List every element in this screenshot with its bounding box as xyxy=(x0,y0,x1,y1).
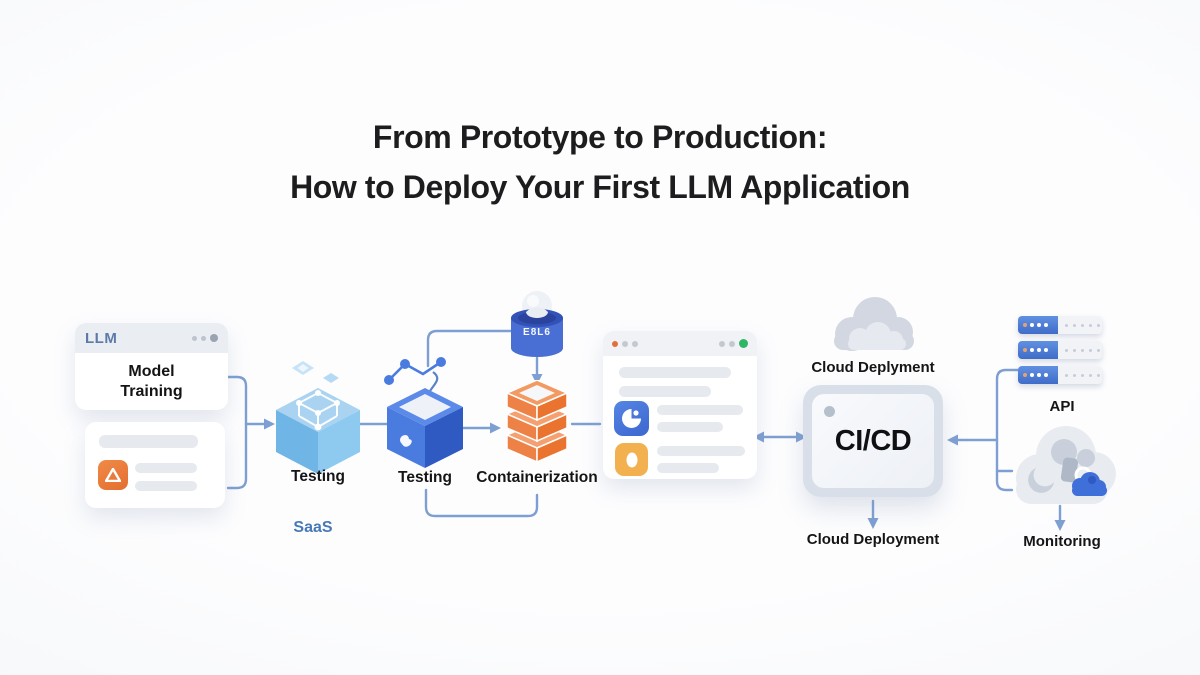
triangle-badge-icon xyxy=(98,460,128,490)
window-dots-left-icon xyxy=(612,340,638,347)
database-cylinder-icon xyxy=(504,290,570,360)
testing2-label: Testing xyxy=(398,469,452,486)
app-window-titlebar xyxy=(603,331,757,356)
server-row xyxy=(1018,341,1102,359)
cloud-icon xyxy=(820,292,926,354)
page-title: From Prototype to Production: How to Dep… xyxy=(0,112,1200,212)
window-dots-icon xyxy=(192,334,218,342)
dot-badge-icon xyxy=(615,443,648,476)
llm-window-titlebar: LLM xyxy=(75,323,228,353)
saas-label: SaaS xyxy=(293,519,333,536)
server-rack-icon xyxy=(1018,316,1102,386)
document-card xyxy=(85,422,225,508)
page-title-line1: From Prototype to Production: xyxy=(372,119,828,155)
llm-window-body: Model Training xyxy=(75,353,228,410)
server-row xyxy=(1018,316,1102,334)
server-row xyxy=(1018,366,1102,384)
window-dots-right-icon xyxy=(719,339,748,348)
cicd-panel: CI/CD xyxy=(812,394,934,488)
api-label: API xyxy=(1049,398,1075,415)
panel-dot-icon xyxy=(824,406,835,417)
cloud-deployment-top-label: Cloud Deplyment xyxy=(811,359,935,376)
cicd-label: CI/CD xyxy=(834,424,912,457)
cicd-box: CI/CD xyxy=(803,385,943,497)
database-garbled-label: E8L6 xyxy=(523,327,551,338)
app-window xyxy=(603,331,757,479)
pie-chart-icon xyxy=(614,401,649,436)
wireframe-cube-icon xyxy=(263,360,373,476)
cloud-deployment-bottom-label: Cloud Deployment xyxy=(806,531,940,548)
model-training-label: Model Training xyxy=(120,362,183,400)
magnifier-ring-icon xyxy=(1072,466,1107,496)
package-box-icon xyxy=(375,350,480,470)
monitoring-cloud-icon xyxy=(1000,418,1124,510)
llm-window-title: LLM xyxy=(85,329,118,347)
monitoring-label: Monitoring xyxy=(1023,533,1101,550)
llm-window: LLM Model Training xyxy=(75,323,228,410)
containerization-label: Containerization xyxy=(476,469,598,486)
page-title-line2: How to Deploy Your First LLM Application xyxy=(290,169,910,205)
container-stack-icon xyxy=(492,380,582,466)
testing1-label: Testing xyxy=(291,468,345,485)
